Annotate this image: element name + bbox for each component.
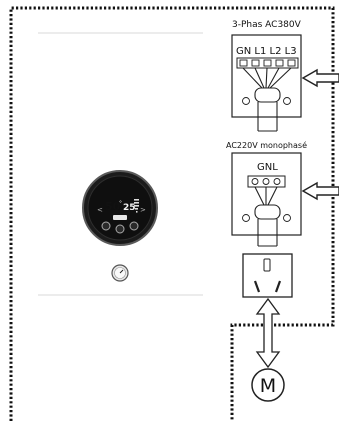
control-button-right[interactable] bbox=[129, 221, 139, 231]
three-phase-panel: 3-Phas AC380V GN L1 L2 L3 bbox=[231, 20, 302, 132]
right-arrow-icon[interactable]: > bbox=[140, 206, 146, 214]
motor-symbol: M bbox=[260, 375, 276, 397]
level-bars-icon bbox=[134, 199, 139, 213]
mount-screw-icon bbox=[242, 97, 250, 105]
left-arrow-icon[interactable]: < bbox=[97, 206, 103, 214]
motor-icon: M bbox=[251, 368, 285, 402]
single-phase-terminal-screws bbox=[251, 178, 281, 185]
three-phase-terminal-labels: GN L1 L2 L3 bbox=[236, 46, 297, 57]
cable-clamp-icon bbox=[254, 87, 281, 103]
three-phase-title: 3-Phas AC380V bbox=[232, 20, 302, 30]
left-arrow-icon bbox=[301, 181, 339, 201]
heater-unit bbox=[38, 32, 203, 296]
single-phase-terminal-labels: GNL bbox=[257, 162, 278, 173]
power-socket-icon bbox=[242, 253, 293, 298]
control-button-left[interactable] bbox=[101, 221, 111, 231]
status-indicator-icon bbox=[113, 215, 127, 220]
cable-clamp-icon bbox=[254, 204, 281, 220]
single-phase-wires bbox=[254, 186, 278, 206]
display-temperature: 50 bbox=[105, 200, 121, 213]
display-secondary-value: 25 bbox=[123, 203, 136, 213]
gauge-dial-icon bbox=[111, 264, 129, 282]
single-phase-title: AC220V monophasé bbox=[226, 140, 307, 150]
control-panel[interactable]: < > 50 ° 25 bbox=[82, 170, 158, 246]
mount-screw-icon bbox=[242, 214, 250, 222]
double-arrow-icon bbox=[255, 297, 281, 369]
mount-screw-icon bbox=[283, 214, 291, 222]
three-phase-wires bbox=[242, 67, 292, 89]
dotted-wire bbox=[9, 6, 335, 421]
control-button-center[interactable] bbox=[115, 224, 125, 234]
single-phase-panel: AC220V monophasé GNL bbox=[226, 140, 307, 247]
mount-screw-icon bbox=[283, 97, 291, 105]
display-degree-unit: ° bbox=[119, 200, 122, 207]
left-arrow-icon bbox=[301, 68, 339, 88]
three-phase-terminal-screws bbox=[239, 59, 296, 67]
